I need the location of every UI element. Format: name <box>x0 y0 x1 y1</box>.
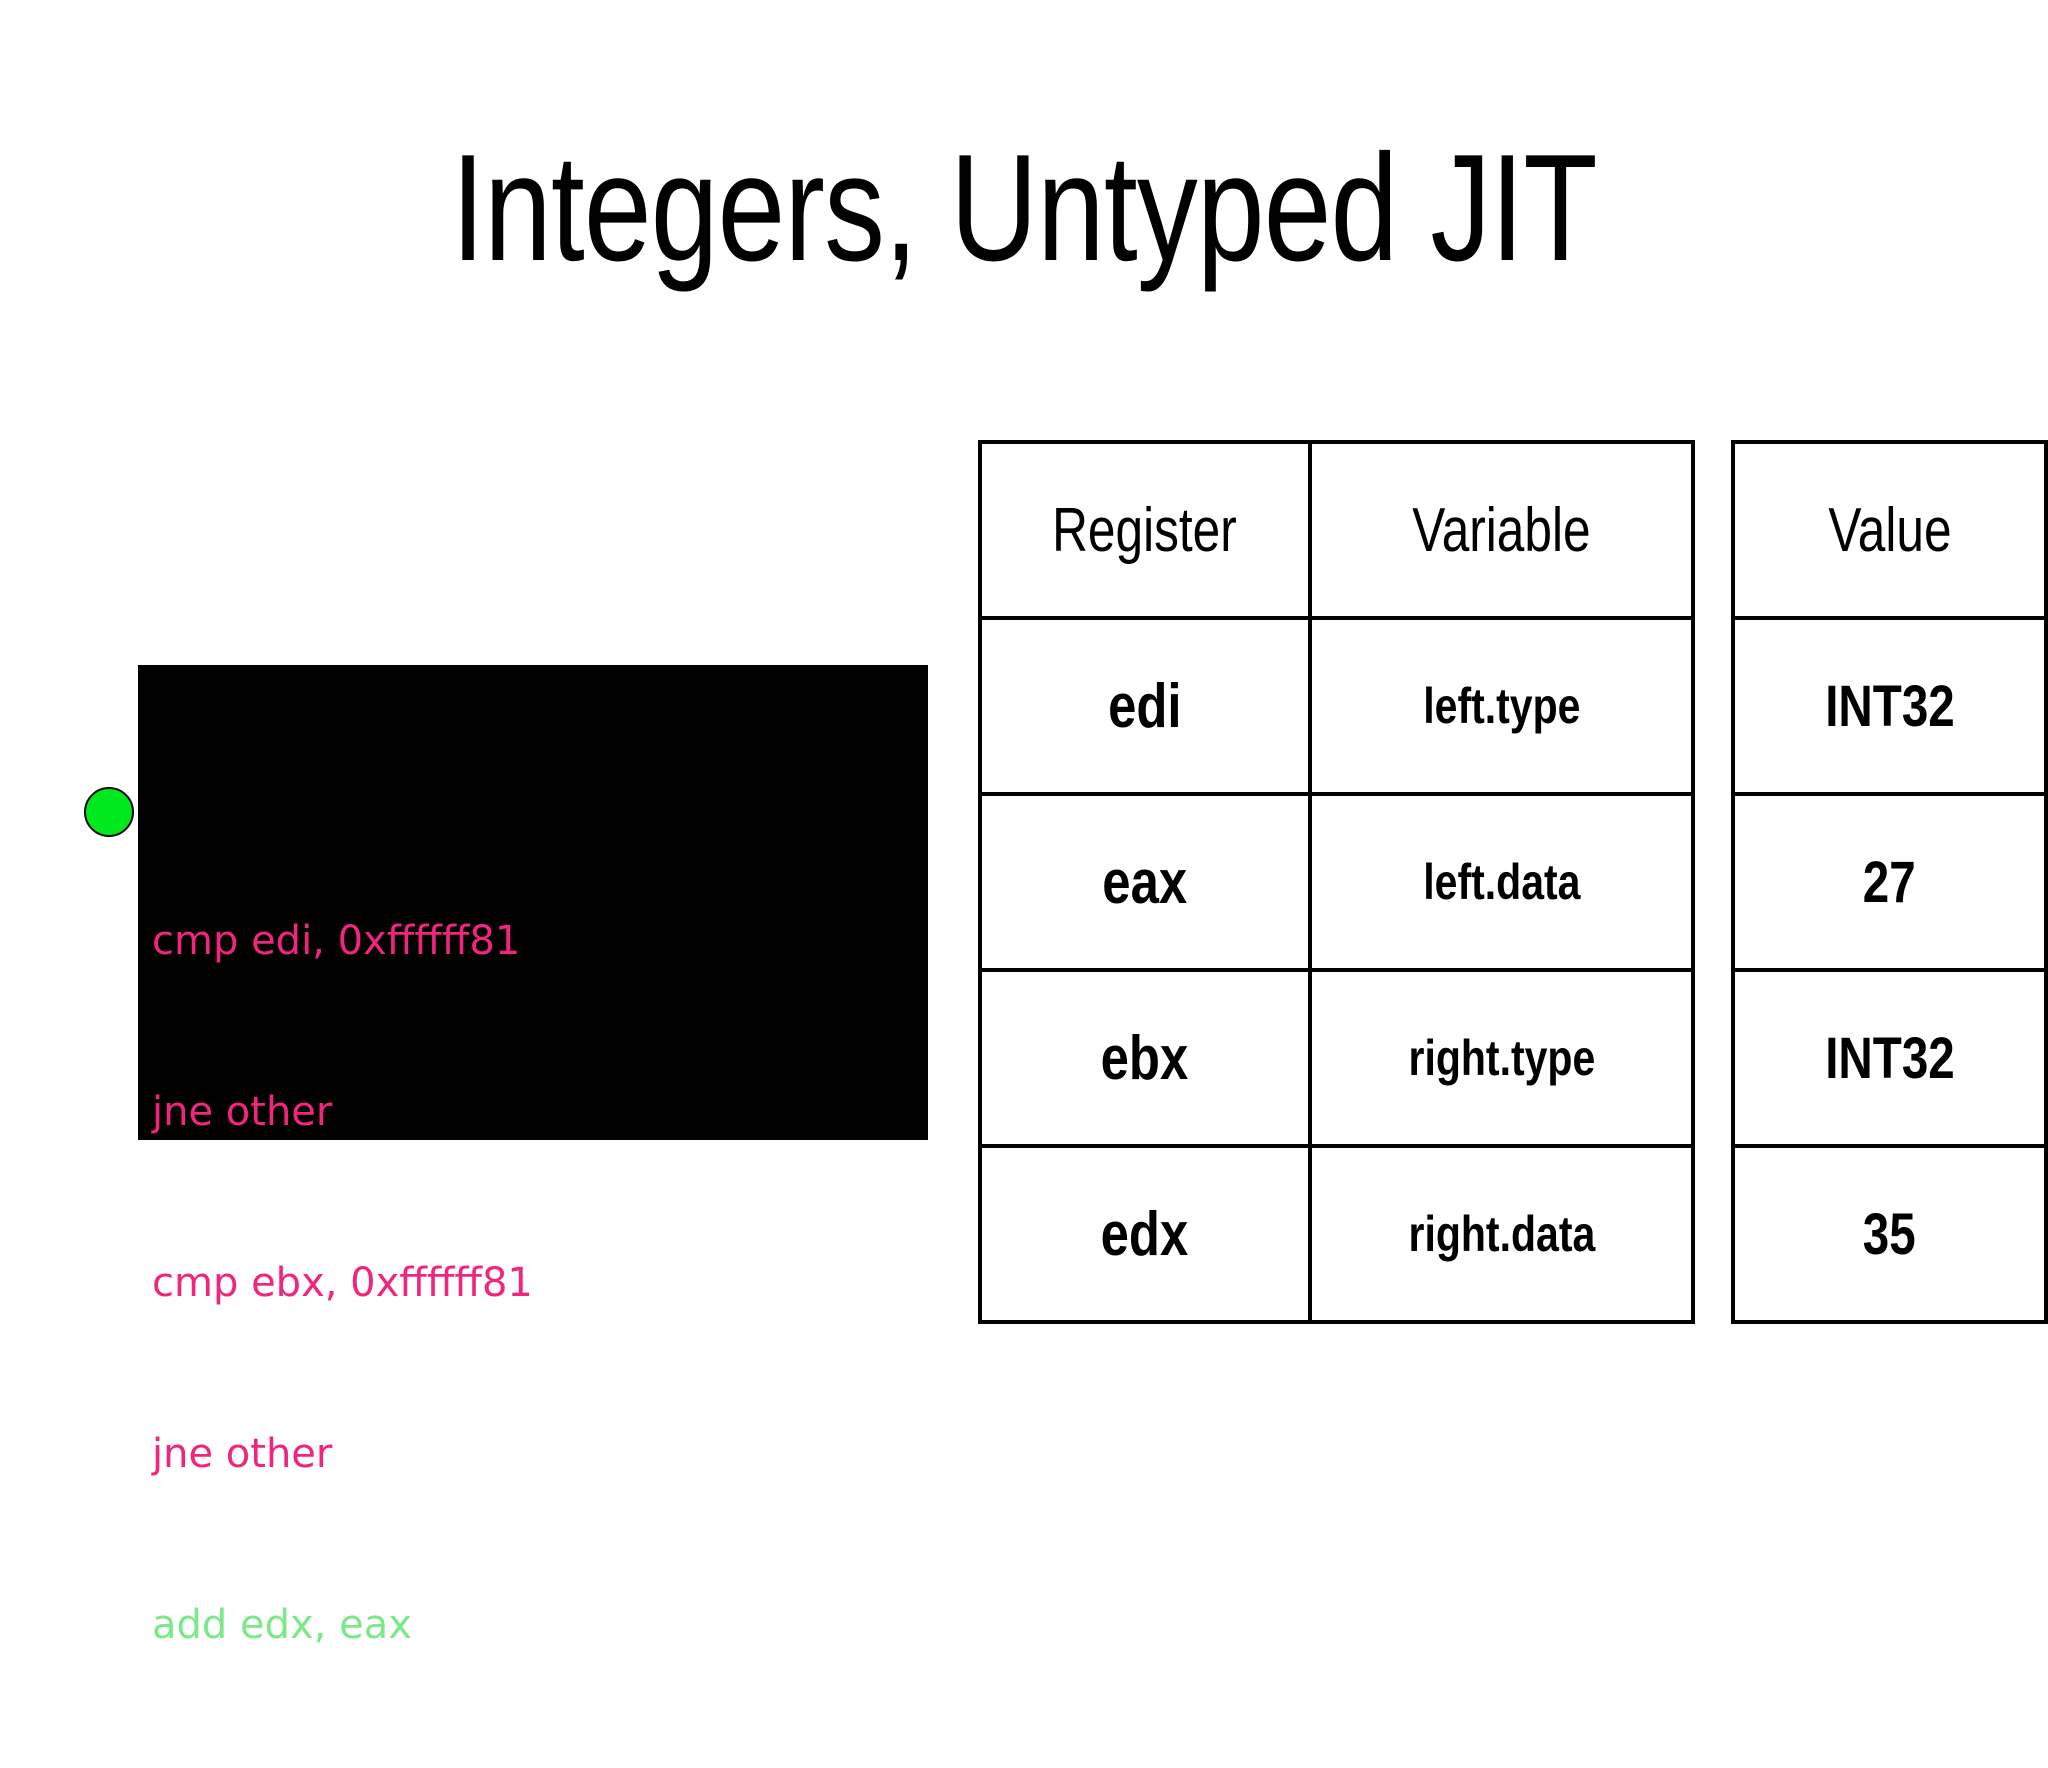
green-bullet-marker <box>84 787 134 837</box>
code-line: cmp ebx, 0xffffff81 <box>152 1260 533 1306</box>
cell-register: eax <box>978 792 1312 972</box>
cell-value: INT32 <box>1731 968 2048 1148</box>
cell-register: edx <box>978 1144 1312 1324</box>
column-header-value: Value <box>1731 440 2048 620</box>
table-row: INT32 <box>1731 616 2048 796</box>
cell-value: 35 <box>1731 1144 2048 1324</box>
cell-value: 27 <box>1731 792 2048 972</box>
cell-register: edi <box>978 616 1312 796</box>
cell-variable-text: left.type <box>1422 678 1581 734</box>
table-header-row: Value <box>1731 440 2048 620</box>
assembly-code-block: cmp edi, 0xffffff81 jne other cmp ebx, 0… <box>138 665 928 1648</box>
cell-variable-text: left.data <box>1422 854 1581 910</box>
column-header-value-label: Value <box>1828 495 1952 565</box>
cell-value-text: INT32 <box>1824 673 1955 739</box>
cell-register-text: edi <box>1108 671 1182 741</box>
cell-value-text: 35 <box>1863 1201 1917 1267</box>
cell-value-text: INT32 <box>1824 1025 1955 1091</box>
cell-register: ebx <box>978 968 1312 1148</box>
cell-variable: right.data <box>1307 1144 1696 1324</box>
page-title: Integers, Untyped JIT <box>451 123 1598 293</box>
cell-variable-text: right.data <box>1408 1206 1595 1262</box>
code-line: jne other <box>152 1089 333 1135</box>
register-variable-table: Register Variable edi left.type eax left… <box>978 440 1696 1324</box>
cell-value-text: 27 <box>1863 849 1917 915</box>
code-line: add edx, eax <box>152 1602 412 1648</box>
code-line: cmp edi, 0xffffff81 <box>152 918 521 964</box>
slide-canvas: Integers, Untyped JIT cmp edi, 0xffffff8… <box>84 123 2048 1648</box>
table-row: 35 <box>1731 1144 2048 1324</box>
table-row: ebx right.type <box>978 968 1696 1148</box>
cell-variable: left.data <box>1307 792 1696 972</box>
code-lines: cmp edi, 0xffffff81 jne other cmp ebx, 0… <box>152 799 533 1768</box>
table-row: edi left.type <box>978 616 1696 796</box>
code-line: jne other <box>152 1431 333 1477</box>
table-row: INT32 <box>1731 968 2048 1148</box>
cell-register-text: edx <box>1100 1199 1189 1269</box>
table-row: edx right.data <box>978 1144 1696 1324</box>
cell-variable: left.type <box>1307 616 1696 796</box>
cell-register-text: ebx <box>1100 1023 1189 1093</box>
table-row: 27 <box>1731 792 2048 972</box>
table-header-row: Register Variable <box>978 440 1696 620</box>
cell-variable: right.type <box>1307 968 1696 1148</box>
column-header-variable-label: Variable <box>1412 495 1591 565</box>
cell-register-text: eax <box>1102 847 1188 917</box>
register-state-tables: Register Variable edi left.type eax left… <box>978 440 2048 1324</box>
cell-value: INT32 <box>1731 616 2048 796</box>
column-header-register-label: Register <box>1052 495 1238 565</box>
column-header-variable: Variable <box>1307 440 1696 620</box>
cell-variable-text: right.type <box>1408 1030 1595 1086</box>
value-table: Value INT32 27 INT32 35 <box>1731 440 2048 1324</box>
table-row: eax left.data <box>978 792 1696 972</box>
column-header-register: Register <box>978 440 1312 620</box>
